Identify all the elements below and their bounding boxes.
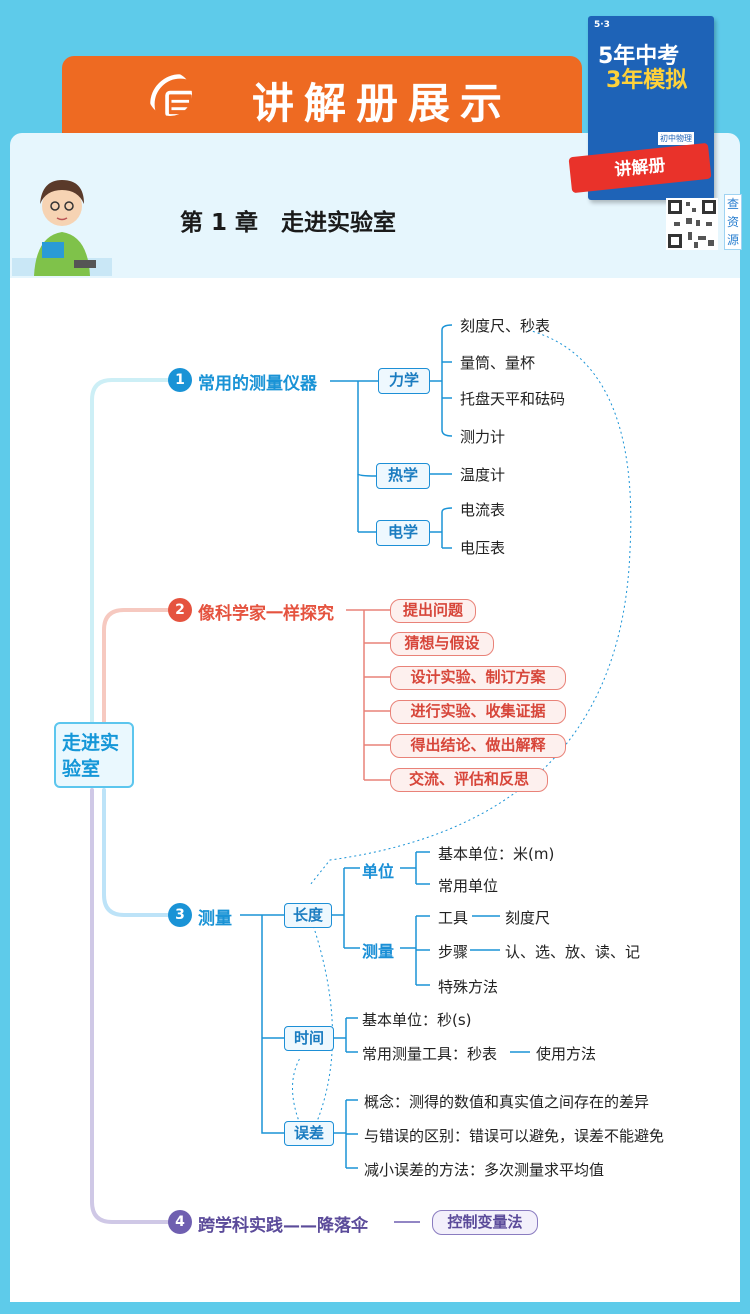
mindmap-panel [10,278,740,1302]
length-unit-label: 单位 [362,862,395,881]
measure-steps-value: 认、选、放、读、记 [505,943,641,961]
length-base-unit: 基本单位：米(m) [438,845,555,863]
control-variable-box: 控制变量法 [432,1210,538,1235]
item-voltmeter: 电压表 [460,539,506,557]
teacher-illustration [12,180,112,276]
measure-tool-value: 刻度尺 [505,909,551,927]
item-balance: 托盘天平和砝码 [460,390,566,408]
item-ammeter: 电流表 [460,501,506,519]
error-box: 误差 [284,1121,334,1146]
branch-4-number: 4 [168,1210,192,1234]
book-icon [150,74,192,116]
branch-1-number: 1 [168,368,192,392]
step-question: 提出问题 [390,599,476,623]
branch-1-title: 常用的测量仪器 [198,374,317,394]
book-title-line1: 5年中考 [598,44,680,69]
error-reduction: 减小误差的方法：多次测量求平均值 [364,1161,605,1179]
root-line2: 验室 [62,758,101,780]
measure-special: 特殊方法 [438,978,499,996]
time-base-unit: 基本单位：秒(s) [362,1011,472,1029]
measure-steps: 步骤 [438,943,469,961]
banner: 讲解册展示 [62,56,582,142]
time-usage: 使用方法 [536,1045,597,1063]
error-vs-mistake: 与错误的区别：错误可以避免，误差不能避免 [364,1127,665,1145]
item-dynamometer: 测力计 [460,428,506,446]
book-title-line2: 3年模拟 [606,68,688,93]
root-line1: 走进实 [62,732,120,754]
step-conclusion: 得出结论、做出解释 [390,734,566,758]
item-cylinder: 量筒、量杯 [460,354,536,372]
group-thermal: 热学 [376,463,430,489]
qr-code-icon[interactable] [666,198,718,250]
book-subject: 初中物理 [658,132,694,145]
banner-title: 讲解册展示 [251,79,512,128]
book-logo: 5·3 [594,20,610,30]
length-common-unit: 常用单位 [438,877,499,895]
time-common-tool: 常用测量工具：秒表 [362,1045,498,1063]
item-ruler-stopwatch: 刻度尺、秒表 [460,317,551,335]
length-box: 长度 [284,903,332,928]
branch-3-number: 3 [168,903,192,927]
item-thermometer: 温度计 [460,466,506,484]
mindmap-root: 走进实 验室 [54,722,134,788]
measure-tool: 工具 [438,909,469,927]
branch-3-title: 测量 [198,909,232,929]
branch-4-title: 跨学科实践——降落伞 [198,1216,368,1236]
time-box: 时间 [284,1026,334,1051]
qr-label[interactable]: 查资源 [724,194,742,250]
step-experiment: 进行实验、收集证据 [390,700,566,724]
step-reflection: 交流、评估和反思 [390,768,548,792]
step-design: 设计实验、制订方案 [390,666,566,690]
branch-2-number: 2 [168,598,192,622]
group-mechanics: 力学 [378,368,430,394]
group-electric: 电学 [376,520,430,546]
branch-2-title: 像科学家一样探究 [198,604,334,624]
step-hypothesis: 猜想与假设 [390,632,494,656]
chapter-title: 第 1 章 走进实验室 [180,210,397,236]
error-definition: 概念：测得的数值和真实值之间存在的差异 [364,1093,650,1111]
length-measure-label: 测量 [362,942,395,961]
